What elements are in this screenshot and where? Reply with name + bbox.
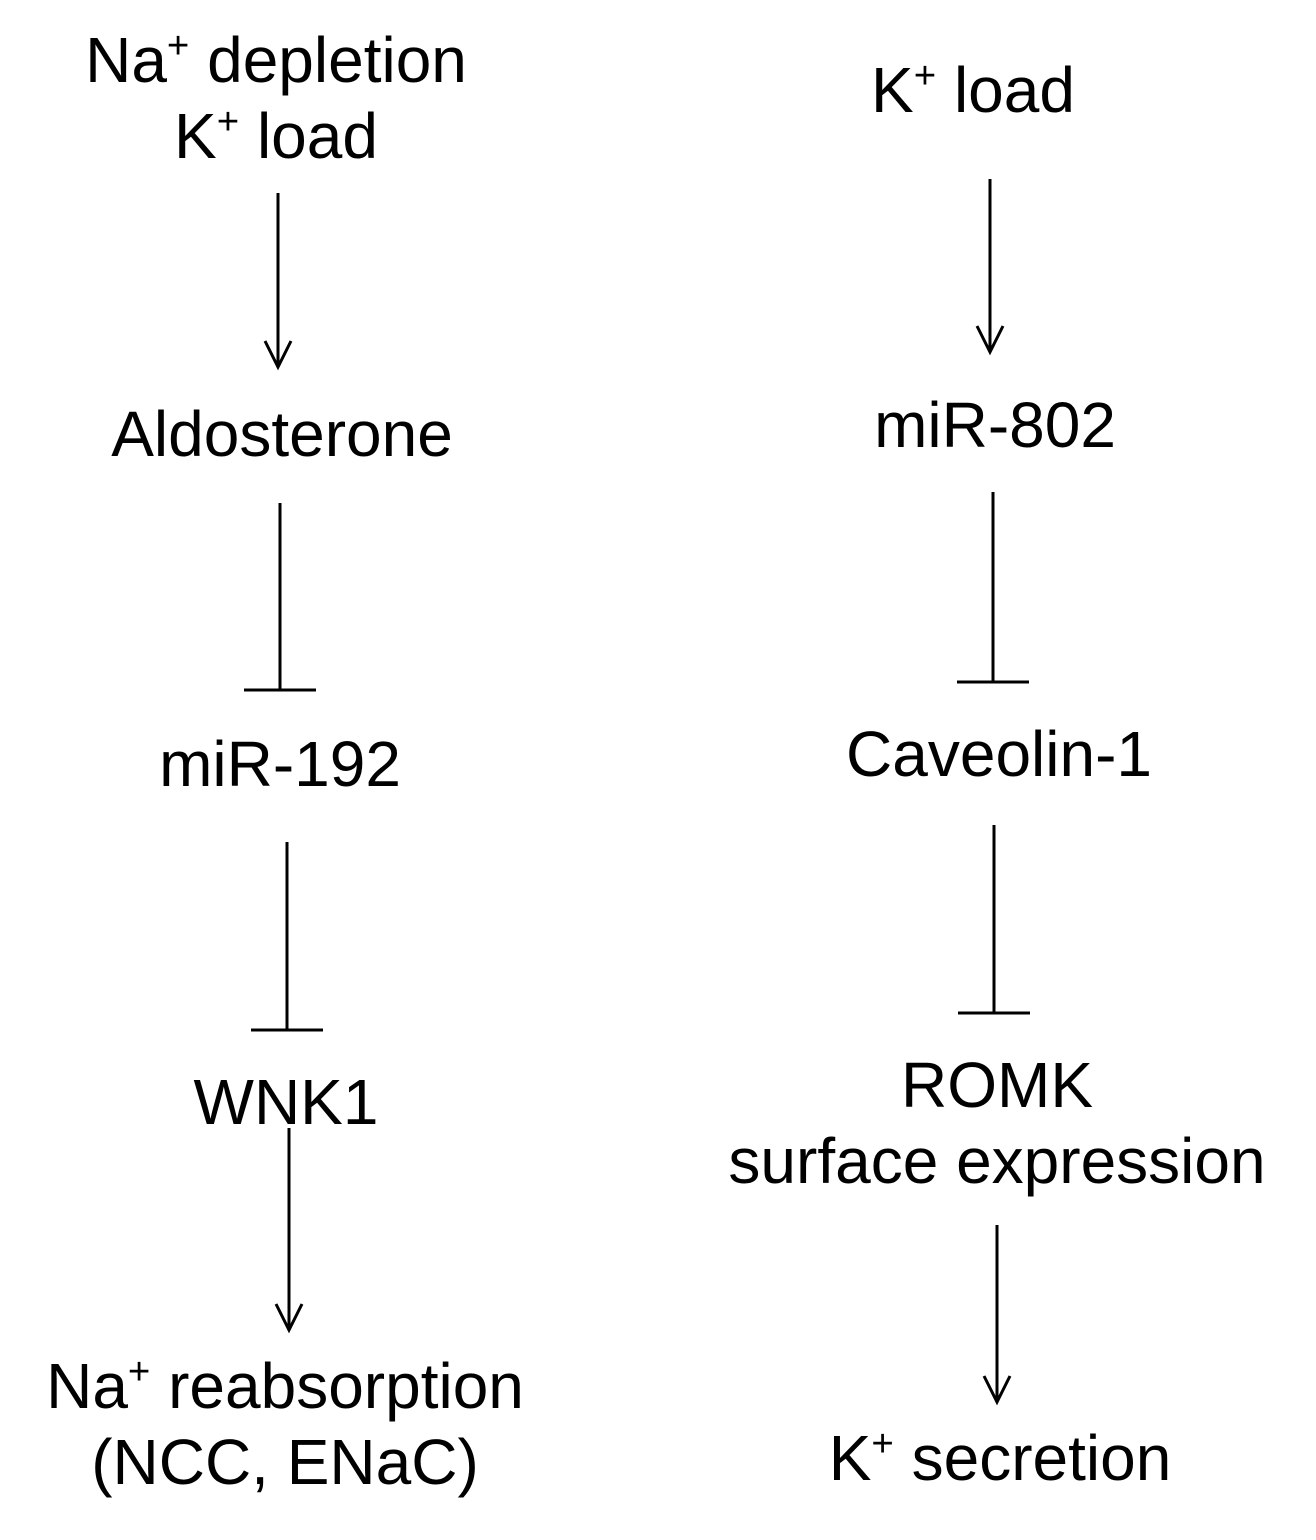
node-text: (NCC, ENaC) [91, 1426, 479, 1498]
node-line: (NCC, ENaC) [46, 1424, 524, 1500]
node-na-reabsorption: Na+ reabsorption(NCC, ENaC) [46, 1348, 524, 1500]
node-line: miR-802 [874, 387, 1116, 463]
node-text: Caveolin-1 [846, 718, 1152, 790]
node-line: WNK1 [194, 1064, 379, 1140]
inhibition-edge [957, 492, 1029, 684]
arrowhead [274, 1303, 304, 1334]
node-text: Na [46, 1350, 128, 1422]
node-text: ROMK [901, 1049, 1093, 1121]
node-line: K+ load [871, 52, 1075, 128]
activation-edge [982, 1225, 1012, 1406]
node-text: K [174, 100, 217, 172]
node-line: Na+ reabsorption [46, 1348, 524, 1424]
node-k-load: K+ load [871, 52, 1075, 128]
node-line: Na+ depletion [85, 22, 467, 98]
charge-superscript: + [166, 23, 190, 67]
node-line: Caveolin-1 [846, 716, 1152, 792]
node-text: load [936, 54, 1075, 126]
arrowhead [263, 340, 293, 371]
node-line: K+ secretion [829, 1420, 1172, 1496]
node-text: K [871, 54, 914, 126]
node-line: surface expression [728, 1123, 1265, 1199]
node-text: WNK1 [193, 1066, 379, 1138]
inhibition-edge [958, 825, 1030, 1015]
node-aldosterone: Aldosterone [111, 396, 453, 472]
node-mir-192: miR-192 [159, 726, 401, 802]
activation-edge [975, 179, 1005, 356]
charge-superscript: + [913, 53, 937, 97]
node-text: load [239, 100, 378, 172]
node-caveolin-1: Caveolin-1 [846, 716, 1152, 792]
inhibition-edge [244, 503, 316, 692]
node-text: miR-802 [874, 389, 1116, 461]
node-text: depletion [189, 24, 467, 96]
node-text: surface expression [728, 1125, 1266, 1197]
arrowhead [975, 325, 1005, 356]
node-text: K [828, 1422, 872, 1494]
node-text: reabsorption [150, 1350, 524, 1422]
node-k-secretion: K+ secretion [829, 1420, 1172, 1496]
activation-edge [274, 1128, 304, 1334]
arrowhead [982, 1375, 1012, 1406]
node-mir-802: miR-802 [874, 387, 1116, 463]
node-wnk1: WNK1 [194, 1064, 379, 1140]
node-text: Na [85, 24, 167, 96]
charge-superscript: + [216, 99, 240, 143]
charge-superscript: + [127, 1349, 151, 1393]
node-line: K+ load [85, 98, 467, 174]
node-text: miR-192 [159, 728, 401, 800]
node-line: miR-192 [159, 726, 401, 802]
activation-edge [263, 193, 293, 371]
charge-superscript: + [871, 1421, 894, 1465]
node-text: Aldosterone [111, 398, 453, 470]
node-line: Aldosterone [111, 396, 453, 472]
node-text: secretion [893, 1422, 1172, 1494]
inhibition-edge [251, 842, 323, 1032]
node-line: ROMK [728, 1047, 1265, 1123]
